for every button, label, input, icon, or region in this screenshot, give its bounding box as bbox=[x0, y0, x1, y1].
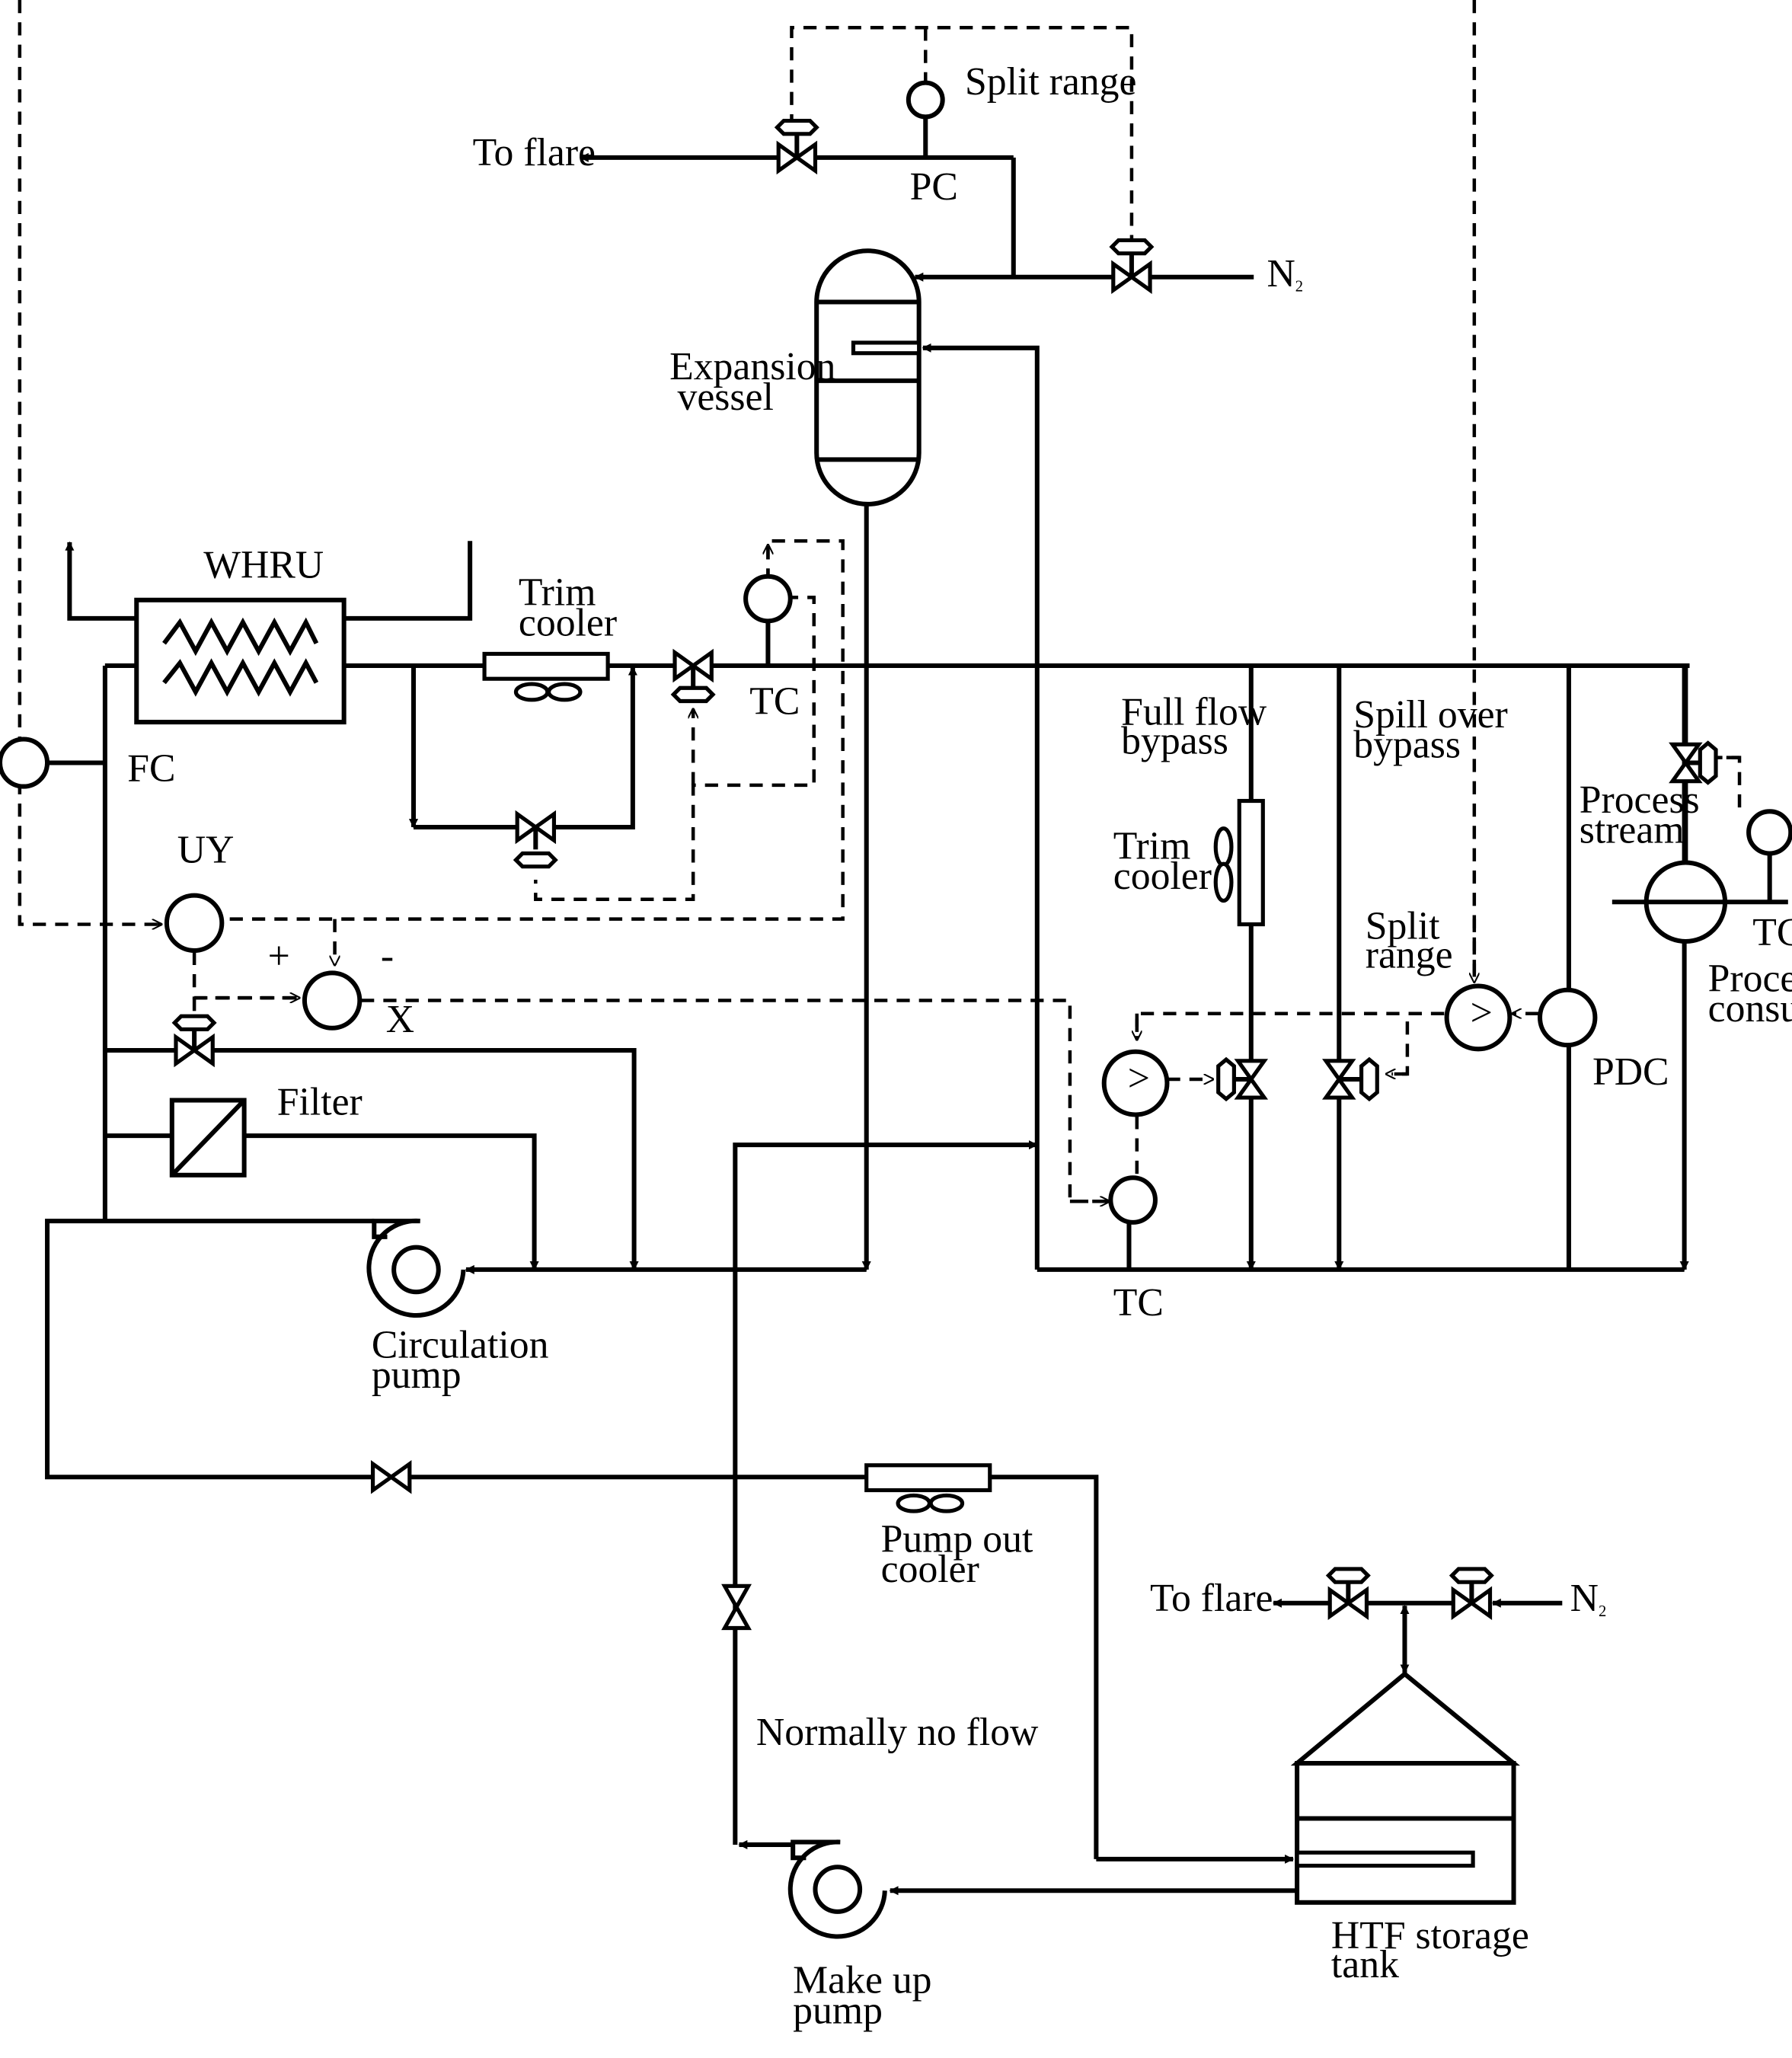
label-pdc: PDC bbox=[1592, 1050, 1669, 1094]
label-tc-top: TC bbox=[749, 680, 800, 724]
valve-pumpout-line bbox=[370, 1460, 412, 1494]
valve-makeup-line bbox=[721, 1583, 752, 1631]
tc-instrument-top bbox=[743, 574, 793, 666]
label-uy: UY bbox=[177, 829, 235, 872]
whru-heat-exchanger bbox=[104, 597, 347, 725]
valve-full-flow-bypass bbox=[1216, 1056, 1269, 1102]
valve-spill-over-bypass bbox=[1322, 1056, 1379, 1102]
pump-out-cooler bbox=[864, 1463, 992, 1513]
label-n2-top: N2 bbox=[1267, 252, 1303, 296]
label-trim-cooler-right: Trim bbox=[1113, 824, 1191, 868]
label-circulation-pump: Circulation bbox=[372, 1323, 549, 1366]
label-whru: WHRU bbox=[203, 543, 324, 586]
label-expansion-vessel-2: vessel bbox=[677, 375, 773, 419]
label-process-stream-2: stream bbox=[1580, 809, 1685, 852]
label-plus: + bbox=[268, 935, 290, 978]
make-up-pump bbox=[787, 1839, 887, 1939]
label-process-consumer: Process bbox=[1708, 957, 1792, 1000]
label-n2-bottom: N2 bbox=[1570, 1577, 1607, 1620]
label-to-flare-bottom: To flare bbox=[1150, 1577, 1273, 1620]
label-split-range-right-2: range bbox=[1366, 933, 1453, 976]
labels: Split range To flare PC N2 Expansion ves… bbox=[127, 60, 1792, 2032]
label-spill-over-bypass: Spill over bbox=[1353, 693, 1507, 737]
label-normally-no-flow: Normally no flow bbox=[756, 1711, 1039, 1754]
label-full-flow-bypass: Full flow bbox=[1121, 691, 1267, 734]
label-process-consumer-2: consumer bbox=[1708, 987, 1792, 1031]
uy-instrument bbox=[164, 893, 225, 954]
label-pump-out-cooler: Pump out bbox=[881, 1518, 1033, 1561]
label-make-up-pump-2: pump bbox=[793, 1989, 883, 2032]
label-x: X bbox=[386, 998, 414, 1041]
trim-cooler-top bbox=[482, 651, 610, 702]
valve-process-stream bbox=[1669, 740, 1718, 785]
valve-to-flare-top bbox=[774, 119, 819, 175]
label-filter: Filter bbox=[277, 1081, 363, 1124]
comparator-left bbox=[1101, 1049, 1170, 1117]
x-summer-instrument bbox=[302, 970, 363, 1031]
pdc-instrument bbox=[1538, 987, 1598, 1048]
filter bbox=[169, 1098, 247, 1178]
valve-tank-n2 bbox=[1449, 1567, 1494, 1621]
label-tc-right: TC bbox=[1752, 911, 1792, 954]
label-htf-storage-tank: HTF storage bbox=[1331, 1914, 1529, 1957]
valve-tank-flare bbox=[1325, 1567, 1371, 1621]
valve-trim-bypass bbox=[513, 810, 558, 869]
fc-instrument bbox=[0, 737, 50, 789]
label-trim-cooler-right-2: cooler bbox=[1113, 855, 1212, 898]
label-trim-cooler-top: Trim bbox=[519, 571, 596, 615]
valve-trim-outlet bbox=[670, 648, 716, 704]
htf-storage-tank bbox=[1290, 1670, 1520, 1905]
label-trim-cooler-top-2: cooler bbox=[519, 601, 617, 644]
label-split-range-top: Split range bbox=[965, 60, 1136, 104]
comparator-right bbox=[1444, 983, 1512, 1052]
valve-n2-top bbox=[1109, 238, 1155, 294]
expansion-vessel bbox=[814, 248, 922, 507]
label-process-stream: Process bbox=[1580, 778, 1700, 822]
process-piping bbox=[45, 152, 1788, 1896]
label-minus: - bbox=[381, 935, 394, 978]
label-to-flare-top: To flare bbox=[473, 131, 596, 174]
label-pump-out-cooler-2: cooler bbox=[881, 1548, 979, 1591]
label-full-flow-bypass-2: bypass bbox=[1121, 719, 1228, 762]
label-pc: PC bbox=[910, 165, 958, 209]
label-make-up-pump: Make up bbox=[793, 1959, 931, 2002]
label-spill-over-bypass-2: bypass bbox=[1353, 724, 1461, 767]
control-signals bbox=[18, 0, 1742, 1201]
comparator-left-symbol: > bbox=[1128, 1056, 1150, 1100]
label-split-range-right: Split bbox=[1366, 905, 1440, 948]
pc-instrument bbox=[906, 80, 945, 158]
tc-instrument-right bbox=[1746, 809, 1792, 903]
label-fc: FC bbox=[127, 747, 175, 791]
label-htf-storage-tank-2: tank bbox=[1331, 1943, 1399, 1986]
circulation-pump bbox=[366, 1218, 466, 1318]
label-expansion-vessel: Expansion bbox=[669, 345, 835, 388]
label-tc-bottom: TC bbox=[1113, 1281, 1164, 1325]
comparator-right-symbol: > bbox=[1471, 991, 1493, 1034]
valve-min-flow bbox=[171, 1014, 217, 1068]
label-circulation-pump-2: pump bbox=[372, 1353, 462, 1397]
tc-instrument-bottom bbox=[1108, 1175, 1158, 1225]
trim-cooler-right bbox=[1213, 798, 1265, 927]
